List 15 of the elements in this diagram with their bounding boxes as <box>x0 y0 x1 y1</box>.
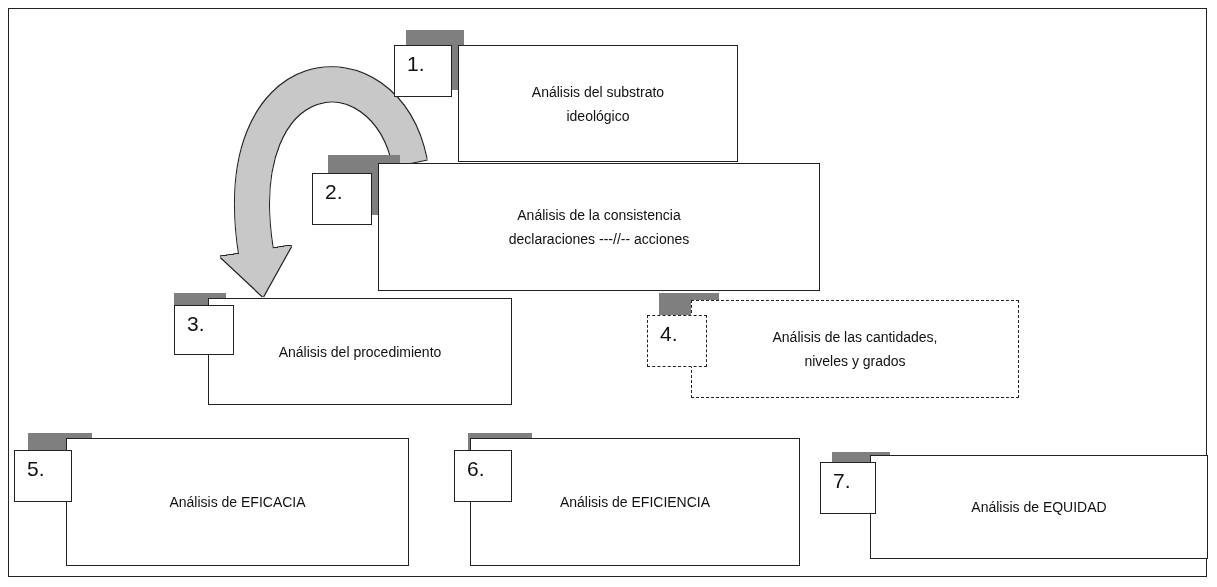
box-text: Análisis de EFICACIA <box>169 493 306 512</box>
number-badge: 4. <box>647 315 707 367</box>
box-text: Análisis de EQUIDAD <box>971 498 1107 517</box>
box-text: Análisis de la consistencia declaraciones ---//-- acciones <box>507 206 691 249</box>
curved-arrow <box>220 67 427 297</box>
number-badge: 3. <box>174 305 234 355</box>
number-badge: 6. <box>454 450 512 502</box>
box-text: Análisis del substrato ideológico <box>530 82 666 126</box>
box-text: Análisis del procedimiento <box>278 342 442 362</box>
number-badge: 7. <box>820 462 876 514</box>
box-text: Análisis de EFICIENCIA <box>559 493 711 512</box>
number-badge: 2. <box>312 173 372 225</box>
number-badge: 5. <box>14 450 72 502</box>
box-text: Análisis de las cantidades, niveles y grados <box>771 328 939 371</box>
number-badge: 1. <box>394 45 452 97</box>
